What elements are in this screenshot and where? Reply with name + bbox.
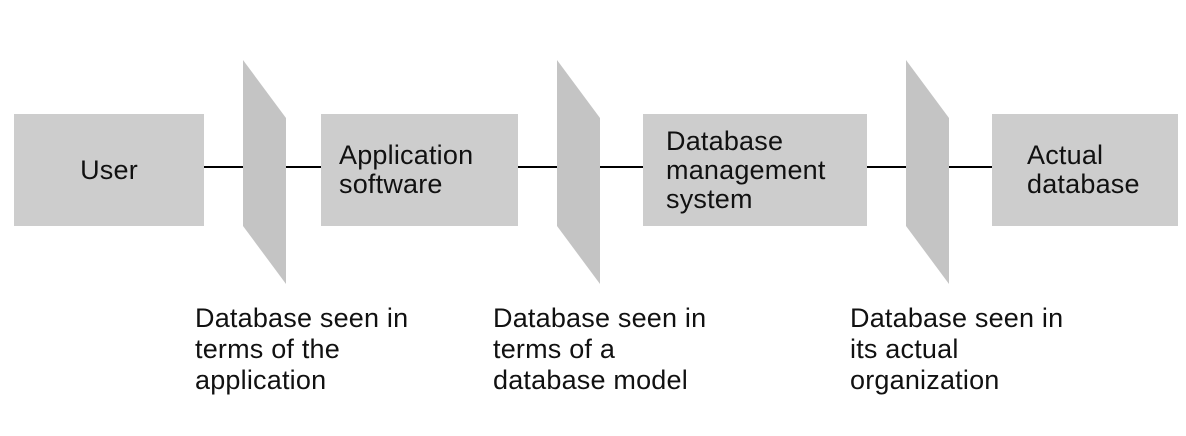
caption-application-view: Database seen in terms of the applicatio…: [195, 303, 409, 395]
actual-database-box: Actual database: [992, 114, 1178, 226]
caption-actual-organization-view: Database seen in its actual organization: [850, 303, 1064, 395]
dbms-box: Database management system: [643, 114, 867, 226]
interface-plane-1: [243, 60, 286, 284]
user-box-label: User: [80, 154, 138, 185]
interface-plane-2: [557, 60, 600, 284]
application-software-box: Application software: [321, 114, 518, 226]
caption-database-model-view: Database seen in terms of a database mod…: [493, 303, 707, 395]
application-software-box-label: Application software: [339, 140, 474, 199]
user-box: User: [14, 114, 204, 226]
interface-plane-3: [906, 60, 949, 284]
dbms-box-label: Database management system: [666, 125, 826, 214]
actual-database-box-label: Actual database: [1027, 140, 1140, 199]
